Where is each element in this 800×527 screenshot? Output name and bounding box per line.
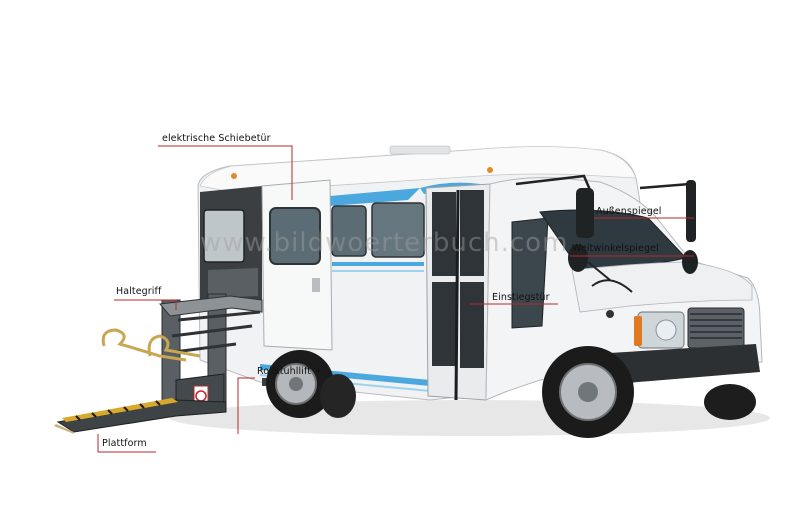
label-wheelchair-lift: Rollstuhllift +: [257, 366, 323, 377]
label-sliding-door: elektrische Schiebetür: [162, 133, 271, 144]
label-grab-handle: Haltegriff: [116, 286, 162, 297]
label-platform: Plattform: [102, 438, 147, 449]
leader-wheelchair-lift: [237, 377, 255, 434]
front-wheel: [542, 346, 634, 438]
label-wide-angle-mirror: Weitwinkelspiegel: [572, 243, 659, 254]
watermark: www.bildwoerterbuch.com: [200, 228, 569, 258]
label-entrance-door: Einstiegstür: [492, 292, 550, 303]
leader-lines: [97, 145, 694, 453]
ground-shadow: [170, 400, 770, 436]
bus-body: [197, 145, 763, 401]
leader-grab-handle: [114, 299, 177, 310]
front-wheel-far: [704, 384, 756, 420]
rear-wheel: [266, 350, 356, 418]
wheelchair-lift: [54, 293, 263, 434]
leader-sliding-door: [158, 145, 293, 200]
label-exterior-mirror: Außenspiegel: [596, 206, 662, 217]
mirrors: [515, 174, 698, 281]
